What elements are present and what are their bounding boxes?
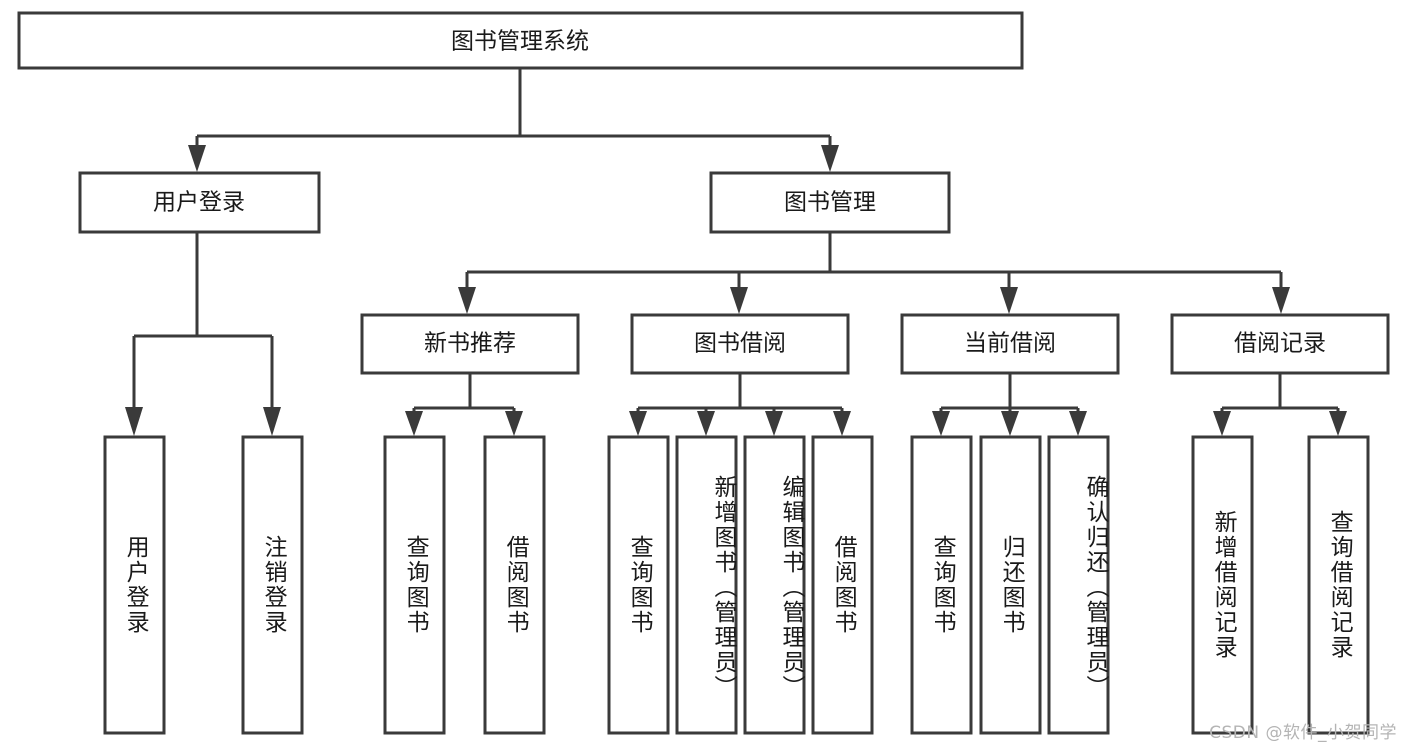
- node-user-login-box[interactable]: [78, 171, 321, 234]
- arrow-head-nb-leaf-1: [405, 411, 423, 436]
- nodes-layer: 图书管理系统 用户登录 图书管理 新书推荐 图书借阅 当前借阅 借阅记录: [17, 11, 1390, 735]
- leaf-box-current-borrow-0[interactable]: [910, 435, 973, 735]
- leaf-box-new-book-0[interactable]: [383, 435, 446, 735]
- node-borrow-record-label: 借阅记录: [1234, 331, 1326, 357]
- leaf-box-user-login-1[interactable]: [241, 435, 304, 735]
- node-borrow-record-box[interactable]: [1170, 313, 1390, 375]
- leaf-box-current-borrow-1[interactable]: [979, 435, 1042, 735]
- arrow-head-borrow-record: [1272, 287, 1290, 314]
- arrow-head-bb-leaf-3: [765, 411, 783, 436]
- arrow-head-cb-leaf-2: [1001, 411, 1019, 436]
- arrow-head-cb-leaf-3: [1069, 411, 1087, 436]
- arrow-head-bb-leaf-1: [629, 411, 647, 436]
- arrow-head-book-manage: [821, 145, 839, 172]
- arrow-head-book-borrow: [730, 287, 748, 314]
- leaf-box-book-borrow-1[interactable]: [675, 435, 738, 735]
- node-root-box[interactable]: [17, 11, 1024, 70]
- node-current-borrow-label: 当前借阅: [964, 331, 1056, 357]
- arrow-head-bb-leaf-4: [833, 411, 851, 436]
- leaf-box-current-borrow-2[interactable]: [1047, 435, 1110, 735]
- arrow-head-user-login: [188, 145, 206, 172]
- node-book-borrow-label: 图书借阅: [694, 331, 786, 357]
- arrow-head-nb-leaf-2: [505, 411, 523, 436]
- node-book-manage-box[interactable]: [709, 171, 951, 234]
- arrow-head-current-borrow: [1000, 287, 1018, 314]
- leaf-box-borrow-record-0[interactable]: [1191, 435, 1254, 735]
- arrow-head-br-leaf-2: [1329, 411, 1347, 436]
- leaf-box-book-borrow-3[interactable]: [811, 435, 874, 735]
- arrow-head-bb-leaf-2: [697, 411, 715, 436]
- connectors-layer: [125, 68, 1347, 436]
- leaf-box-user-login-0[interactable]: [103, 435, 166, 735]
- node-book-manage-label: 图书管理: [784, 190, 876, 216]
- node-new-book-label: 新书推荐: [424, 331, 516, 357]
- arrow-head-br-leaf-1: [1213, 411, 1231, 436]
- watermark-label: CSDN @软件_小贺同学: [1209, 723, 1397, 743]
- leaf-box-borrow-record-1[interactable]: [1307, 435, 1370, 735]
- leaf-box-new-book-1[interactable]: [483, 435, 546, 735]
- arrow-head-new-book: [458, 287, 476, 314]
- node-new-book-box[interactable]: [360, 313, 580, 375]
- arrow-head-cb-leaf-1: [932, 411, 950, 436]
- node-book-borrow-box[interactable]: [630, 313, 850, 375]
- leaf-box-book-borrow-0[interactable]: [607, 435, 670, 735]
- node-current-borrow-box[interactable]: [900, 313, 1120, 375]
- node-root-label: 图书管理系统: [451, 29, 589, 55]
- arrow-head-leaf-logout: [263, 407, 281, 436]
- arrow-head-leaf-user-login: [125, 407, 143, 436]
- leaf-box-book-borrow-2[interactable]: [743, 435, 806, 735]
- node-user-login-label: 用户登录: [153, 190, 245, 216]
